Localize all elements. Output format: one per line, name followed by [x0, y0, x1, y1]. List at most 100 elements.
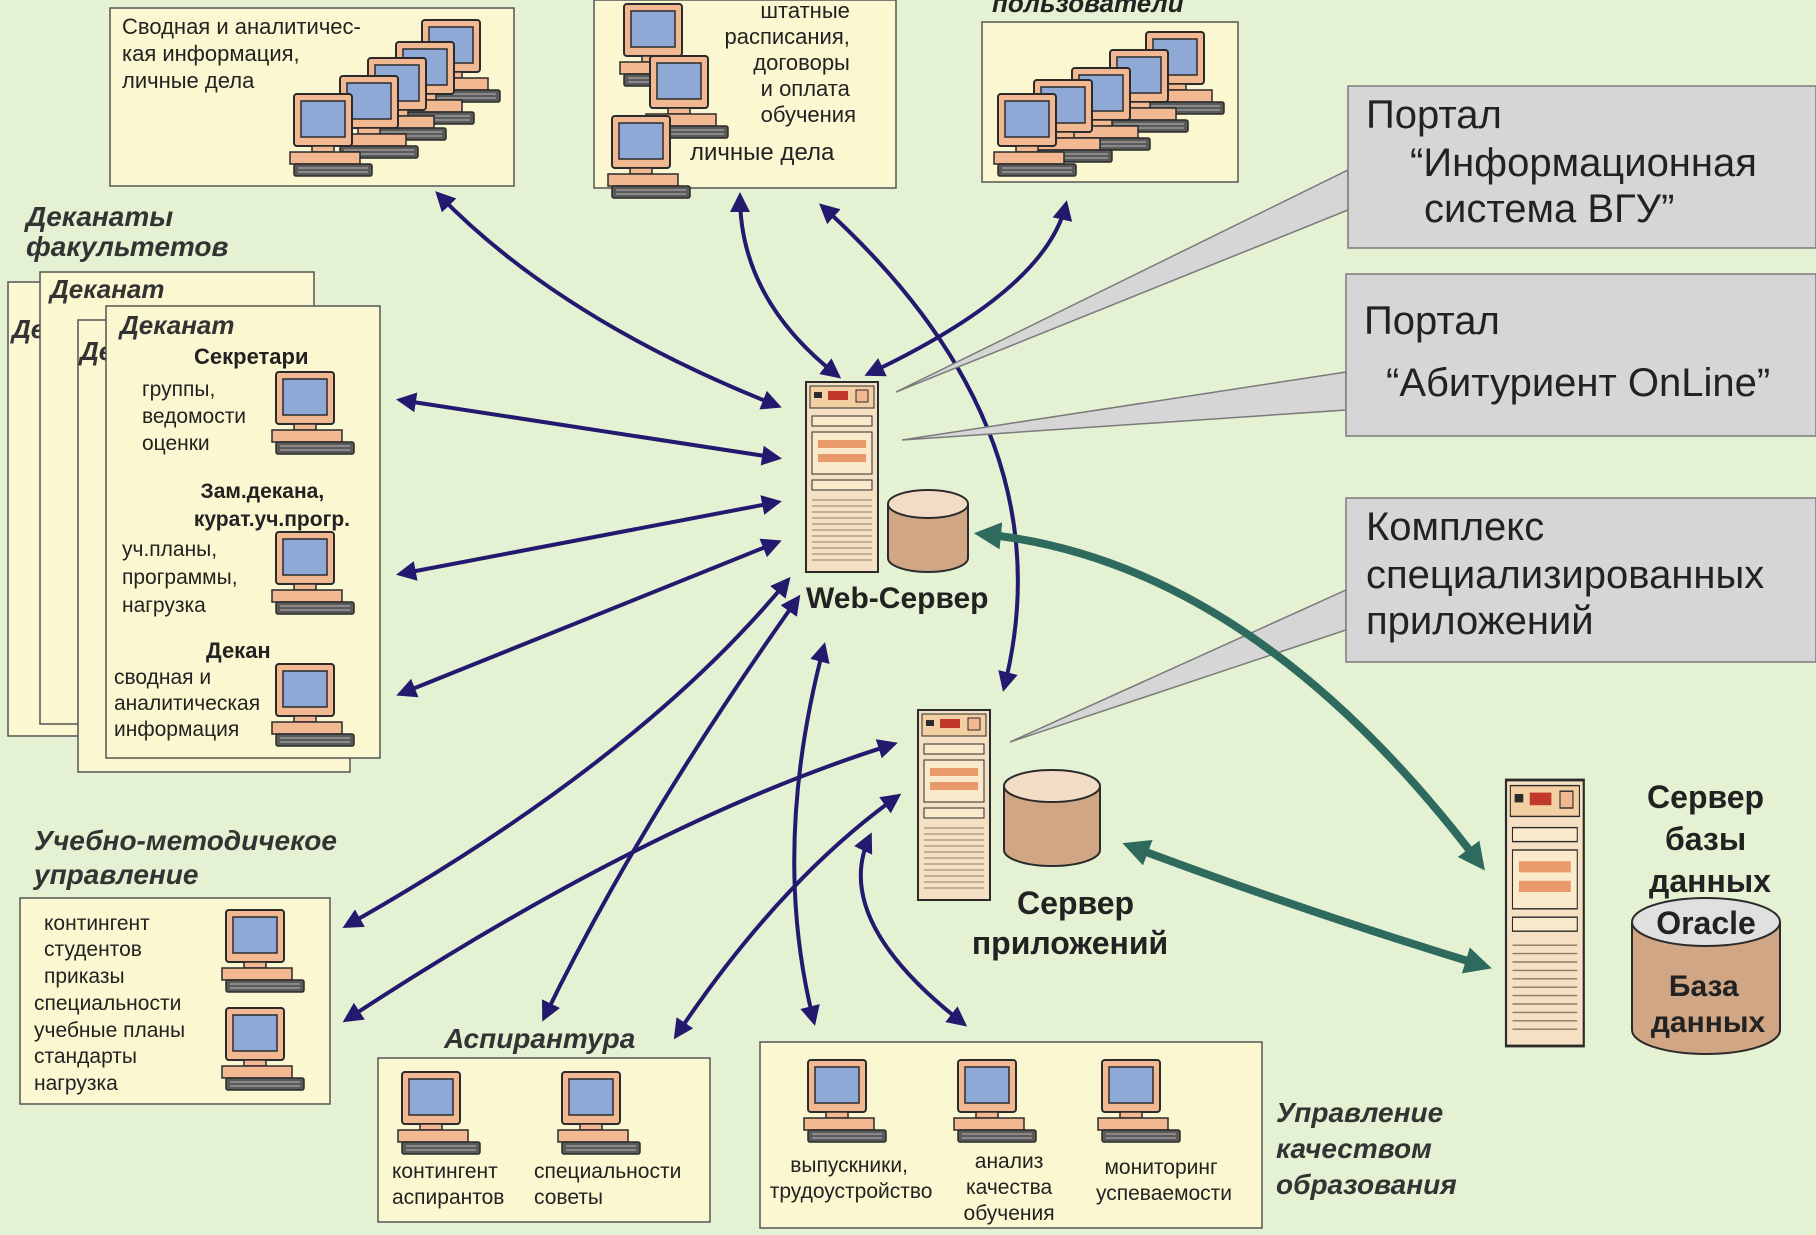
callout-line: Комплекс: [1366, 505, 1544, 549]
web-server-label: Web-Сервер: [806, 582, 989, 615]
arrow-asp-web: [541, 594, 801, 1022]
dean-section-line: аналитическая: [114, 692, 260, 715]
database-cylinder-icon: [1631, 897, 1781, 1055]
dean-card-title: Деканат: [118, 310, 234, 340]
svg-text:Сервер базы данных: Сервер базы данных: [1647, 779, 1773, 899]
finance-box-line: расписания,: [725, 24, 850, 49]
admin-box-line: кая информация,: [122, 41, 300, 66]
svg-text:Портал “Абитуриент OnLin: Портал “Абитуриент OnLine”: [1364, 299, 1770, 405]
svg-text:Сервер приложений: Сервер приложений: [972, 885, 1168, 961]
server-tower-icon: [1504, 778, 1586, 1048]
dean-section-line: сводная и: [114, 666, 211, 689]
svg-text:Деканаты факультетов: Деканаты факультетов: [24, 201, 229, 262]
arrow-quality-app: [854, 832, 968, 1027]
deans-group: Деканаты факультетов Де Деканат Де Декан…: [7, 201, 381, 773]
dean-section-line: нагрузка: [122, 594, 206, 617]
callout-pointer-1: [895, 168, 1349, 393]
server-tower-icon: [805, 381, 879, 573]
quality-heading-line: образования: [1276, 1169, 1457, 1200]
svg-text:группы, ведомости: группы, ведомости оценки: [142, 378, 252, 455]
svg-text:Учебно-методичекое управ: Учебно-методичекое управление: [32, 825, 345, 890]
db-server-label-line: базы: [1665, 821, 1746, 857]
dean-section-line: группы,: [142, 378, 215, 401]
umu-heading-line: управление: [32, 859, 198, 890]
svg-text:Портал “Информационная: Портал “Информационная система ВГУ”: [1366, 93, 1768, 231]
db-server-label-line: Сервер: [1647, 779, 1764, 815]
dean-section-line: ведомости: [142, 405, 246, 428]
finance-box-bottom-label: личные дела: [690, 139, 835, 166]
quality-line: обучения: [964, 1202, 1055, 1225]
app-server-label-line: Сервер: [1017, 885, 1134, 921]
umu-line: контингент: [44, 912, 150, 935]
umu-group: Учебно-методичекое управление контингент…: [19, 825, 345, 1105]
callout-line: Портал: [1364, 299, 1500, 343]
dean-section-line: оценки: [142, 432, 210, 455]
users-box: пользователи: [981, 0, 1239, 183]
callout-line: система ВГУ”: [1424, 187, 1674, 231]
umu-line: учебные планы: [34, 1019, 185, 1042]
arrow-app-db: [1122, 839, 1492, 974]
dean-section-title: Декан: [206, 638, 271, 663]
connection-arrows: [342, 191, 1073, 1040]
db-label-line: данных: [1651, 1006, 1766, 1039]
database-cylinder-icon: [1003, 769, 1101, 867]
dean-section-line: информация: [114, 718, 239, 741]
arrow-quality-web: [792, 642, 830, 1026]
quality-line: успеваемости: [1096, 1182, 1232, 1205]
arrow-asp-app: [673, 793, 902, 1040]
arrow-umu-app: [342, 739, 898, 1023]
arrow-finance-web: [730, 192, 842, 379]
callout-line: “Информационная: [1410, 141, 1757, 185]
deans-heading-line: Деканаты: [24, 201, 173, 232]
aspirantura-group: Аспирантура контингент аспирантов специа…: [377, 1023, 711, 1223]
admin-box-line: личные дела: [122, 68, 255, 93]
finance-box: штатные расписания, договоры и оплата об…: [593, 0, 897, 199]
arrow-web-db: [973, 522, 1485, 871]
database-links: [973, 522, 1492, 974]
svg-text:контингент аспирантов: контингент аспирантов специальности сове…: [392, 1160, 687, 1209]
oracle-label: Oracle: [1656, 905, 1756, 941]
umu-heading-line: Учебно-методичекое: [34, 825, 337, 856]
svg-text:Зам.декана, курат.уч.про: Зам.декана, курат.уч.прогр.: [194, 480, 350, 531]
db-server: Сервер базы данных Oracle База данных: [1504, 778, 1781, 1055]
admin-box: Сводная и аналитичес- кая информация, ли…: [109, 7, 515, 187]
quality-heading-line: Управление: [1276, 1097, 1443, 1128]
arrow-admin-web: [435, 191, 782, 410]
umu-line: приказы: [44, 965, 125, 988]
umu-line: специальности: [34, 992, 181, 1015]
app-server-label-line: приложений: [972, 925, 1168, 961]
svg-text:уч.планы, программы,: уч.планы, программы, нагрузка: [122, 538, 243, 617]
svg-text:Управление качеством: Управление качеством образования: [1276, 1097, 1457, 1200]
dean-card-front: [105, 305, 381, 759]
umu-line: нагрузка: [34, 1072, 118, 1095]
arrow-umu-web: [342, 576, 791, 928]
aspirantura-heading: Аспирантура: [443, 1023, 635, 1054]
callout-pointer-2: [901, 371, 1347, 441]
finance-box-line: договоры: [753, 50, 850, 75]
svg-text:Сводная и аналитичес- ка: Сводная и аналитичес- кая информация, ли…: [122, 14, 367, 93]
deans-heading-line: факультетов: [26, 231, 229, 262]
arrow-users-web: [864, 200, 1073, 377]
umu-line: стандарты: [34, 1045, 137, 1068]
app-server: Сервер приложений: [917, 709, 1168, 961]
dean-section-title: Секретари: [194, 344, 309, 369]
dean-section-title: курат.уч.прогр.: [194, 508, 350, 531]
dean-section-title: Зам.декана,: [201, 480, 325, 503]
database-cylinder-icon: [887, 489, 969, 573]
admin-box-line: Сводная и аналитичес-: [122, 14, 361, 39]
svg-text:выпускники, трудоустройс: выпускники, трудоустройство анализ качес…: [770, 1150, 1232, 1225]
dean-section-line: уч.планы,: [122, 538, 217, 561]
quality-group: выпускники, трудоустройство анализ качес…: [759, 1041, 1457, 1229]
quality-line: трудоустройство: [770, 1180, 933, 1203]
finance-box-line: штатные: [760, 0, 850, 23]
callout-frame: [1345, 273, 1816, 437]
callout-line: специализированных: [1366, 553, 1764, 597]
svg-text:контингент студентов: контингент студентов приказы специальнос…: [34, 912, 191, 1095]
quality-line: анализ: [975, 1150, 1044, 1173]
callout-portal-abiturient: Портал “Абитуриент OnLine”: [1345, 273, 1816, 437]
quality-heading-line: качеством: [1276, 1133, 1432, 1164]
db-label-line: База: [1669, 970, 1739, 1003]
callout-portal-isvgu: Портал “Информационная система ВГУ”: [1347, 85, 1816, 249]
